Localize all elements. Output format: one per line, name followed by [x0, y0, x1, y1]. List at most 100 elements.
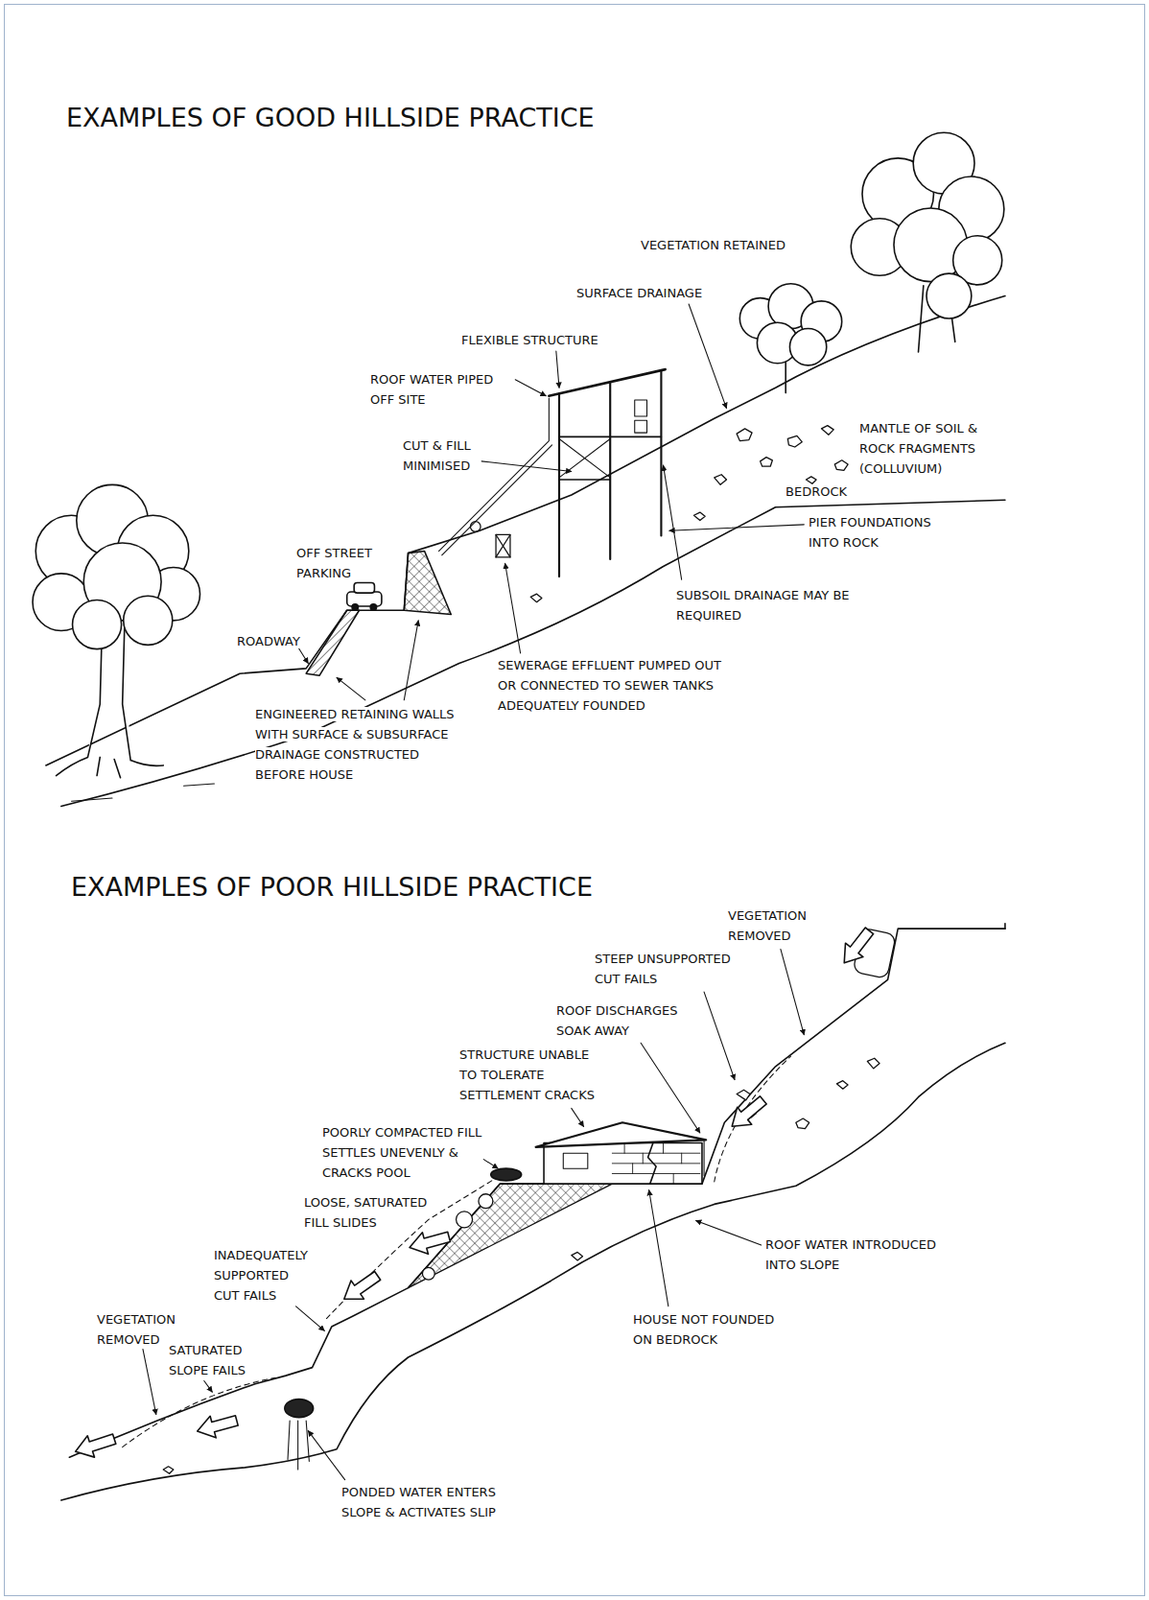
movement-arrow	[725, 1091, 772, 1135]
label-box: SUBSOIL DRAINAGE MAY BE REQUIRED	[676, 585, 856, 626]
label-box: POORLY COMPACTED FILL SETTLES UNEVENLY &…	[322, 1122, 489, 1183]
good-leaders	[298, 304, 805, 701]
callout-label: BEDROCK	[785, 484, 847, 499]
label-box: ROOF WATER PIPED OFF SITE	[370, 369, 500, 410]
leader-line	[649, 1190, 669, 1307]
rock	[805, 476, 817, 484]
label-box: STEEP UNSUPPORTED CUT FAILS	[594, 948, 737, 989]
movement-arrow	[835, 923, 879, 970]
callout-label: HOUSE NOT FOUNDED ON BEDROCK	[633, 1312, 774, 1347]
ponded-water	[284, 1399, 314, 1418]
leader-line	[296, 1306, 326, 1332]
callout-label: STEEP UNSUPPORTED CUT FAILS	[594, 951, 731, 986]
window	[562, 1152, 588, 1169]
leader-line	[688, 304, 727, 409]
tank-cross	[495, 534, 511, 557]
label-box: ROADWAY	[236, 631, 306, 652]
poor-rocks	[163, 927, 896, 1474]
heading-box: EXAMPLES OF POOR HILLSIDE PRACTICE	[70, 870, 593, 904]
foliage	[926, 273, 972, 319]
label-box: SURFACE DRAINAGE	[576, 282, 709, 304]
window	[634, 399, 648, 417]
label-box: SATURATED SLOPE FAILS	[168, 1339, 252, 1381]
roof	[536, 1122, 707, 1148]
shrub	[469, 521, 481, 533]
callout-label: SATURATED SLOPE FAILS	[168, 1342, 246, 1378]
retaining-wall	[305, 609, 359, 676]
ground-surface	[69, 928, 1006, 1457]
window	[634, 420, 648, 433]
rock	[796, 1118, 810, 1129]
callout-label: ROADWAY	[236, 633, 301, 649]
callout-label: PONDED WATER ENTERS SLOPE & ACTIVATES SL…	[341, 1484, 496, 1520]
rock	[820, 425, 834, 436]
leader-line	[571, 1107, 585, 1126]
rock	[736, 1089, 751, 1101]
label-box: PIER FOUNDATIONS INTO ROCK	[808, 512, 938, 553]
downpipe	[703, 1140, 705, 1175]
callout-label: VEGETATION REMOVED	[727, 908, 807, 943]
callout-label: ROOF DISCHARGES SOAK AWAY	[556, 1003, 679, 1038]
callout-label: SUBSOIL DRAINAGE MAY BE REQUIRED	[676, 587, 850, 623]
foliage	[789, 328, 826, 366]
label-box: SEWERAGE EFFLUENT PUMPED OUT OR CONNECTE…	[497, 655, 727, 716]
rock	[422, 1266, 435, 1280]
callout-label: MANTLE OF SOIL & ROCK FRAGMENTS (COLLUVI…	[859, 421, 978, 476]
rock	[787, 435, 802, 447]
pool	[491, 1168, 522, 1181]
house-good	[438, 369, 665, 577]
movement-arrow	[194, 1409, 240, 1443]
label-box: ROOF DISCHARGES SOAK AWAY	[556, 1000, 684, 1041]
leader-line	[780, 948, 804, 1034]
label-box: VEGETATION RETAINED	[640, 234, 792, 256]
wheel	[370, 604, 376, 610]
label-box: CUT & FILL MINIMISED	[402, 435, 477, 476]
label-box: FLEXIBLE STRUCTURE	[461, 329, 605, 351]
leader-line	[204, 1380, 213, 1392]
tank-box	[495, 534, 511, 557]
leader-line	[696, 1219, 762, 1245]
poor-leaders	[142, 948, 804, 1479]
callout-label: POORLY COMPACTED FILL SETTLES UNEVENLY &…	[322, 1125, 482, 1180]
movement-arrow	[337, 1266, 384, 1309]
leader-line	[142, 1348, 157, 1414]
left-tree	[32, 484, 200, 777]
movement-arrow	[406, 1225, 452, 1259]
crack	[648, 1143, 657, 1185]
leader-line	[515, 379, 546, 397]
callout-label: VEGETATION REMOVED	[96, 1312, 176, 1347]
callout-label: OFF STREET PARKING	[296, 545, 373, 581]
leader-line	[505, 562, 521, 654]
house-wall	[543, 1143, 703, 1185]
label-box: VEGETATION REMOVED	[727, 905, 813, 946]
car-roof	[353, 582, 375, 593]
rock	[834, 460, 848, 471]
slip-surface	[122, 1377, 277, 1447]
leader-line	[669, 524, 804, 531]
good-ground	[46, 296, 1006, 807]
brickwork	[611, 1143, 700, 1185]
pier	[559, 371, 661, 577]
tank	[469, 521, 510, 558]
callout-label: INADEQUATELY SUPPORTED CUT FAILS	[213, 1247, 308, 1303]
colluvium-rocks	[530, 425, 848, 603]
label-box: STRUCTURE UNABLE TO TOLERATE SETTLEMENT …	[459, 1044, 601, 1105]
wheel	[351, 604, 358, 610]
tree-trunk	[56, 627, 165, 777]
rock	[163, 1466, 174, 1474]
label-box: ROOF WATER INTRODUCED INTO SLOPE	[765, 1234, 943, 1275]
callout-label: ROOF WATER INTRODUCED INTO SLOPE	[765, 1237, 937, 1272]
right-trees	[739, 132, 1005, 393]
retaining-wall	[403, 551, 451, 615]
rock	[478, 1194, 493, 1209]
cliff-face	[1004, 923, 1007, 929]
leader-line	[483, 1159, 498, 1170]
bracing	[559, 438, 610, 477]
label-box: BEDROCK	[785, 481, 854, 502]
rock	[836, 1080, 848, 1090]
label-box: PONDED WATER ENTERS SLOPE & ACTIVATES SL…	[341, 1481, 502, 1523]
callout-label: SEWERAGE EFFLUENT PUMPED OUT OR CONNECTE…	[497, 657, 722, 713]
leader-line	[403, 620, 419, 701]
roof	[548, 369, 665, 397]
